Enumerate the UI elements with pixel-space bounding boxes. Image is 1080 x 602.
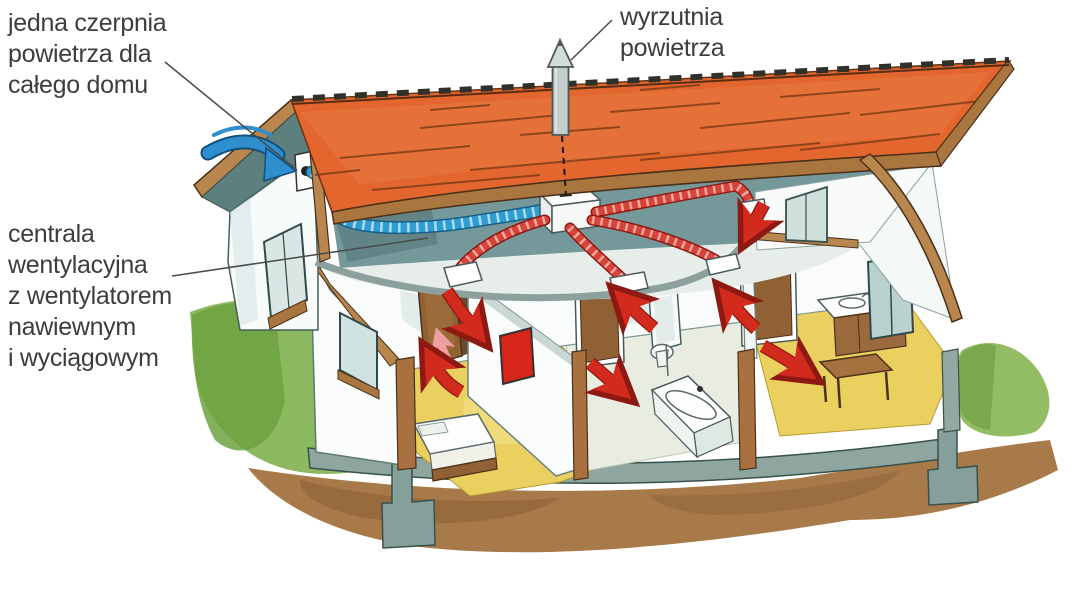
toilet	[650, 343, 674, 377]
corner-post-right	[737, 348, 757, 471]
label-line: i wyciągowym	[8, 344, 159, 372]
gable-window	[262, 222, 309, 330]
front-wall	[311, 259, 403, 466]
bush-right	[953, 342, 1050, 437]
supply-duct-upper-room	[590, 180, 756, 218]
supply-air-arrows	[418, 197, 827, 408]
stool	[818, 353, 894, 409]
ceiling-vent-bedroom	[443, 261, 483, 288]
label-air-intake: jedna czerpnia powietrza dla całego domu	[8, 8, 167, 101]
label-line: z wentylatorem	[8, 282, 172, 310]
supply-duct-hall	[564, 222, 628, 284]
exhaust-stack	[546, 37, 575, 197]
label-line: centrala	[8, 220, 95, 248]
label-line: powietrza	[620, 34, 725, 62]
footing-left	[381, 459, 436, 549]
label-line: całego domu	[8, 71, 148, 99]
roof-ridge	[291, 57, 1010, 102]
label-air-exhaust: wyrzutnia powietrza	[620, 2, 725, 64]
bargeboard-right	[858, 153, 963, 323]
front-window-sill	[337, 369, 380, 400]
bed	[412, 413, 498, 482]
transfer-air-arrow-bathroom	[605, 281, 661, 337]
supply-air-arrow-bedroom	[440, 287, 494, 353]
label-line: powietrza dla	[8, 40, 152, 68]
label-line: jedna czerpnia	[8, 9, 167, 37]
upper-room-window	[785, 185, 828, 243]
leader-line-exhaust	[570, 19, 613, 61]
bathtub	[650, 375, 734, 459]
upper-room	[747, 164, 932, 251]
leader-line-unit	[171, 237, 429, 277]
label-ventilation-unit: centrala wentylacyjna z wentylatorem naw…	[8, 219, 172, 374]
roof-fascia-right	[935, 58, 1015, 168]
roof	[289, 57, 1015, 225]
supply-duct-bedroom	[454, 214, 551, 274]
sink	[838, 297, 866, 309]
bathtub-faucet	[697, 386, 703, 392]
corner-post-gray	[941, 348, 961, 433]
corner-post-bedroom	[395, 356, 417, 471]
supply-ducts	[454, 180, 756, 284]
supply-air-arrow-hall	[584, 353, 641, 408]
transfer-air-arrow-right	[711, 277, 764, 334]
transfer-air-arrow-bedroom	[418, 336, 467, 398]
supply-air-arrow-right-room	[759, 335, 827, 386]
label-line: wentylacyjna	[8, 251, 148, 279]
label-line: nawiewnym	[8, 313, 136, 341]
corner-post-bathroom	[571, 349, 589, 481]
wall-picture	[498, 326, 536, 386]
leader-line-intake	[164, 61, 298, 171]
label-line: wyrzutnia	[620, 3, 723, 31]
leader-lines	[164, 19, 613, 277]
supply-air-arrow-upper-room	[737, 197, 785, 255]
supply-duct-right-room	[586, 214, 722, 266]
footing-right	[927, 426, 979, 506]
ceiling-vent-right	[705, 253, 741, 276]
